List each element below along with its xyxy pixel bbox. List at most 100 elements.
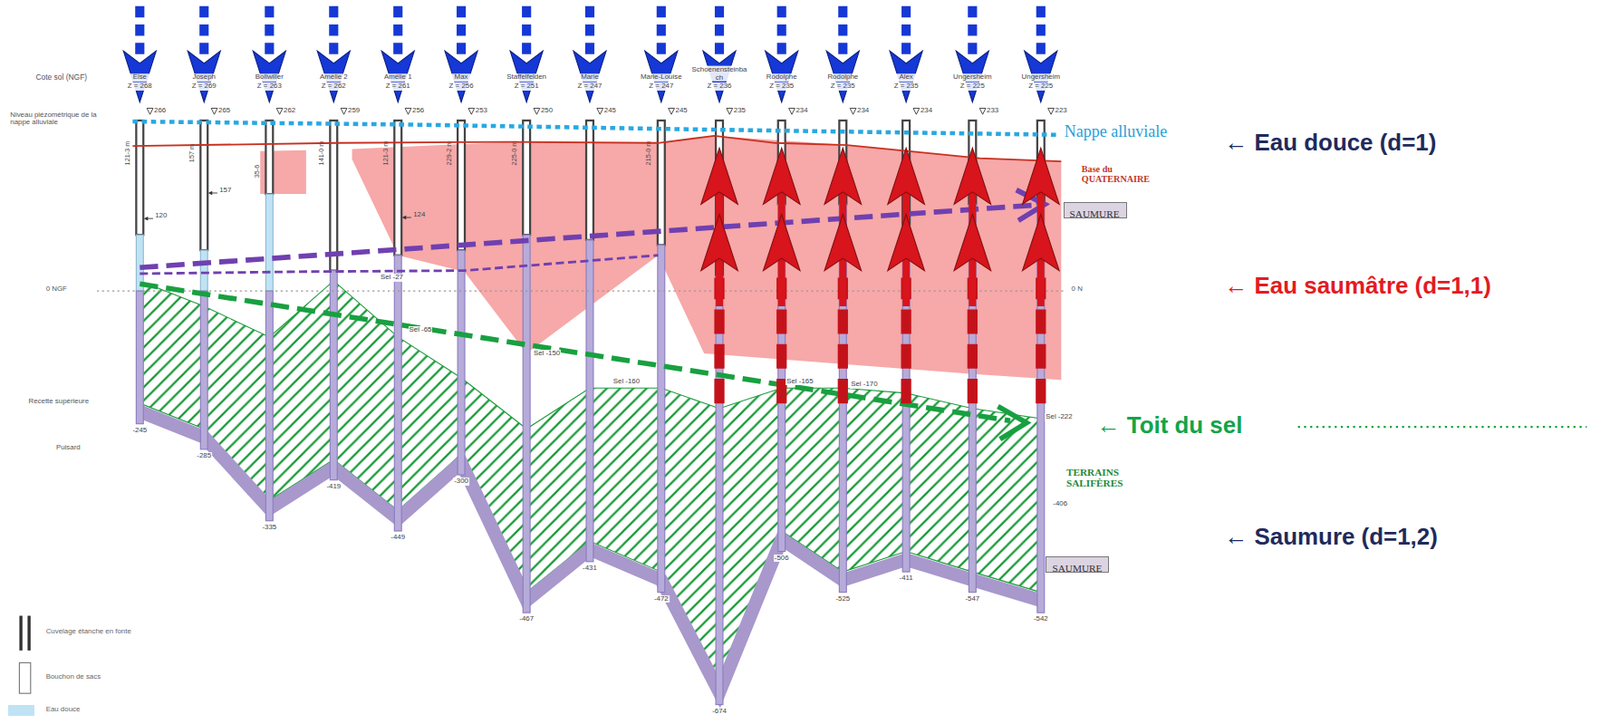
infiltration-dash [328,6,338,58]
water-level: 223 [1055,106,1068,116]
upflow-arrowhead [762,147,800,204]
depth-value: -285 [195,452,213,461]
depth-value: -674 [711,707,728,716]
infiltration-dash [777,6,787,58]
infiltration-dash [264,6,274,58]
legend-swatch [8,704,35,715]
drawing-stroke [208,191,213,196]
ground-elevation: Z = 236 [706,82,733,91]
ground-elevation: Z = 247 [577,82,604,91]
salt-top-depth: Sel -160 [612,377,641,386]
salt-top-label: ← Toit du sel [1097,412,1244,438]
water-level: 265 [218,106,231,116]
cast-iron-casing [522,120,531,235]
infiltration-dash [1036,6,1046,58]
infiltration-dash [393,6,403,58]
ground-elevation: Z = 268 [126,82,154,91]
upflow-arrowhead [887,147,926,204]
density-label: ← Saumure (d=1,2) [1224,523,1438,550]
axis-label: 0 N [1071,285,1083,294]
depth-value: -335 [260,523,278,532]
layer-name: TERRAINS SALIFÈRES [1066,466,1143,490]
cast-iron-casing [200,120,208,251]
ground-elevation: Z = 225 [959,82,986,91]
upflow-arrowhead [762,214,800,271]
infiltration-dash [656,6,666,58]
well-name: Rodolphe [751,73,811,82]
water-level-mark [849,107,857,115]
shaft-tube [200,290,208,450]
water-level: 235 [733,106,746,116]
depth-value: -547 [963,595,981,604]
shaft-tube [394,255,402,531]
salt-top-depth: Sel -165 [785,377,814,386]
water-level: 256 [412,106,425,116]
depth-value: -467 [518,615,535,624]
axis-label: Niveau piézométrique de la nappe alluvia… [9,111,113,127]
well-name: Bollwiller [240,73,299,82]
infiltration-dash [199,6,209,58]
salt-top-depth: Sel -27 [379,273,405,282]
casing-length: 121-3 m [124,141,132,166]
shaft-tube [135,290,144,425]
water-level-mark [468,107,475,115]
casing-length: 229-2 m [445,141,454,166]
water-level-mark [979,107,986,115]
cast-iron-casing [457,120,465,251]
water-level: 259 [347,106,360,116]
cast-iron-casing [265,120,273,194]
infiltration-dash [585,6,595,58]
water-level-mark [211,107,218,115]
water-level-mark [789,107,796,115]
water-level: 250 [540,106,553,116]
fresh-water-column [265,193,273,291]
depth-value: -472 [653,595,670,604]
salt-top-depth: Sel -65 [408,326,434,335]
infiltration-dash [521,6,531,58]
ground-elevation: Z = 256 [448,82,475,91]
water-level-mark [668,107,675,115]
ground-elevation: Z = 235 [829,82,857,91]
box-text: SAUMURE [1069,208,1120,220]
water-level-mark [913,107,920,115]
water-level: 245 [604,106,617,116]
infiltration-dash [838,6,848,58]
upflow-arrowhead [701,147,739,204]
shaft-tube [586,240,594,562]
salt-top-depth: Sel -150 [532,349,561,358]
drawing-stroke [402,215,407,221]
cast-iron-casing [394,120,402,256]
water-level: 245 [675,106,688,116]
casing-length: 225-0 m [510,141,519,166]
depth-value: -542 [1032,615,1050,624]
ground-elevation: Z = 269 [191,82,218,91]
well-name: Schoenensteinbach [689,66,749,82]
cast-iron-casing [135,120,144,235]
ground-elevation: Z = 263 [256,82,283,91]
infiltration-dash [714,6,724,58]
drawing-stroke [144,216,149,222]
casing-depth: 157 [219,186,232,195]
water-level-mark [404,107,412,115]
water-level: 234 [795,106,808,116]
legend-text: Bouchon de sacs [46,673,101,682]
infiltration-dash [901,6,911,58]
shaft-tube [657,244,666,592]
casing-length: 35-6 [253,164,261,179]
water-level-mark [146,107,154,115]
well-name: Marie-Louise [631,73,691,82]
well-name: Rodolphe [813,73,873,82]
salt-top-depth: Sel -222 [1044,413,1073,422]
depth-value: -406 [1052,500,1068,509]
infiltration-dash [134,6,145,58]
water-level: 234 [920,106,933,116]
upflow-arrowhead [954,147,992,204]
box-text: SAUMURE [1051,562,1102,574]
salt-top-depth: Sel -170 [849,380,878,389]
upflow-arrowhead [824,147,862,204]
density-label: ← Eau douce (d=1) [1224,129,1437,155]
water-level: 266 [154,106,166,116]
legend-text: Cuvelage étanche en fonte [46,627,132,637]
shaft-tube [715,275,723,704]
water-level: 262 [283,106,296,116]
